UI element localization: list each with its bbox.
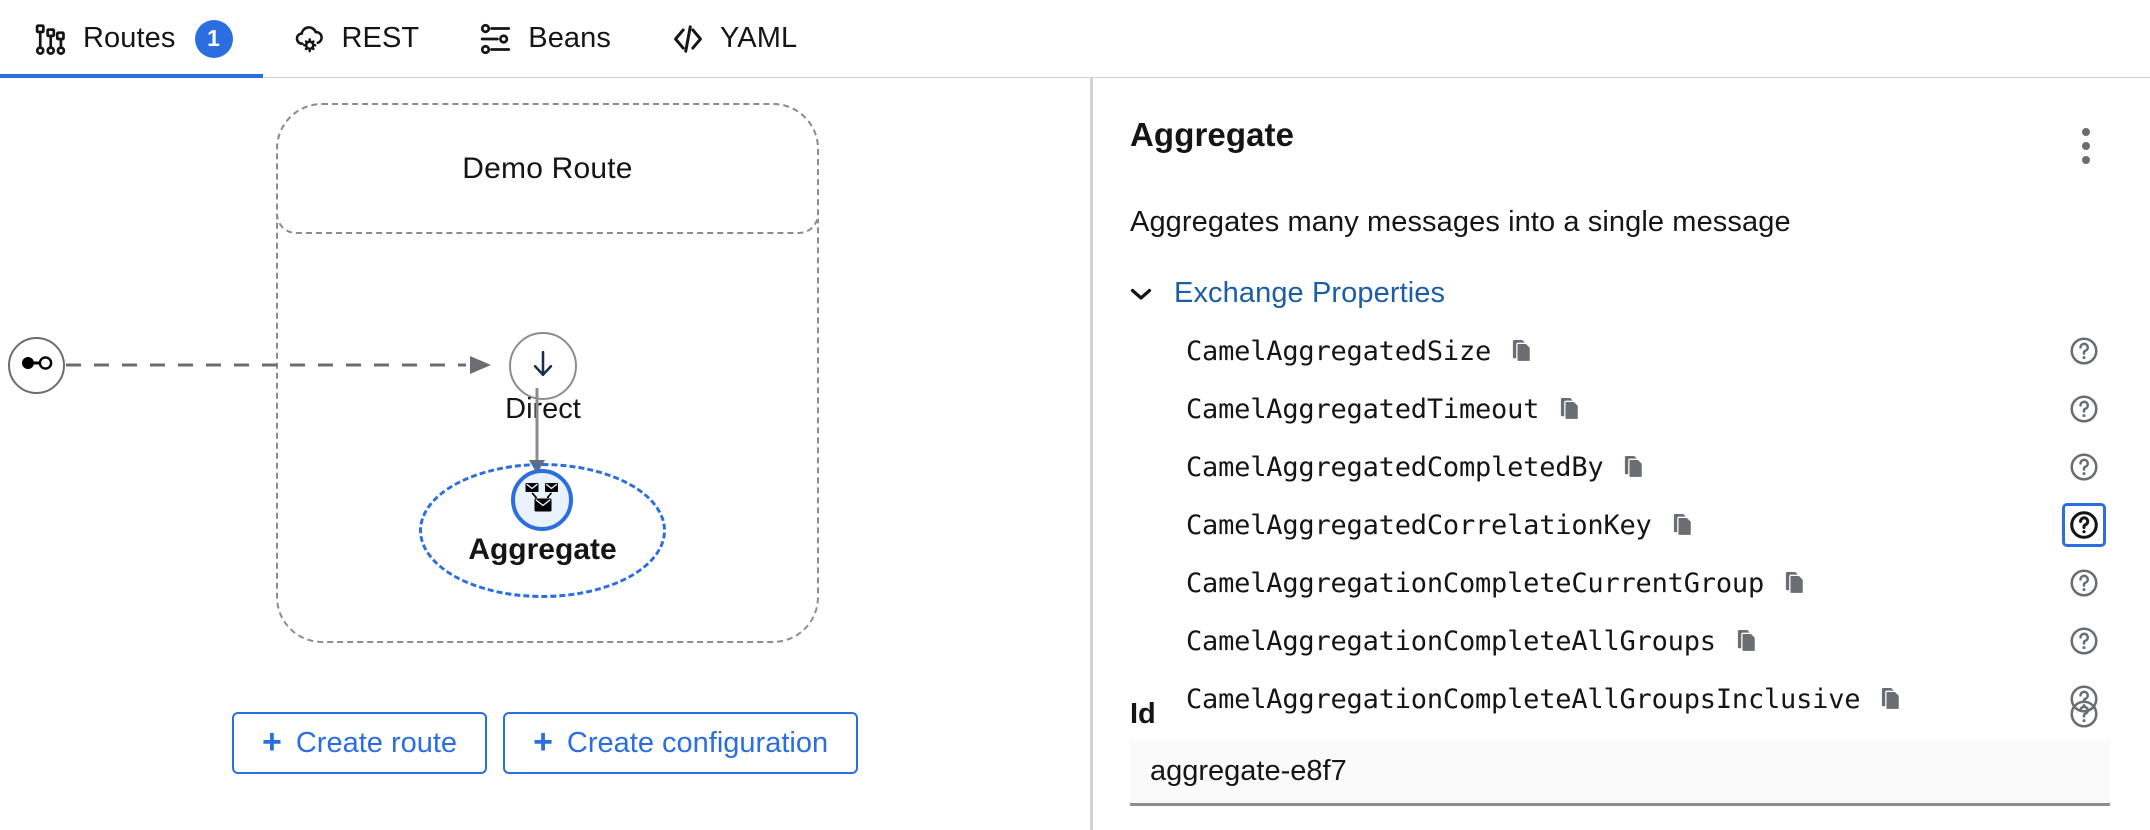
property-row: CamelAggregatedCorrelationKey [1130,496,2110,554]
copy-icon[interactable] [1555,394,1585,424]
id-field-label: Id [1130,697,1156,730]
step-label-aggregate: Aggregate [468,533,617,566]
help-circle-icon[interactable] [2062,503,2106,547]
tab-beans[interactable]: Beans [449,0,641,78]
property-row: CamelAggregatedSize [1130,322,2110,380]
help-circle-icon[interactable] [2062,329,2106,373]
chevron-down-icon [1130,283,1152,305]
panel-description: Aggregates many messages into a single m… [1130,206,1791,238]
kebab-menu-icon[interactable] [2064,120,2108,172]
copy-icon[interactable] [1876,684,1906,714]
canvas-action-buttons: + Create route + Create configuration [232,712,859,774]
exchange-properties-toggle[interactable]: Exchange Properties [1130,277,2110,310]
property-name: CamelAggregationCompleteCurrentGroup [1186,567,1764,599]
route-title: Demo Route [462,151,633,185]
property-name: CamelAggregatedCompletedBy [1186,451,1604,483]
tab-routes-label: Routes [83,22,176,54]
tab-rest-label: REST [341,22,420,54]
property-row: CamelAggregationCompleteAllGroupsInclusi… [1130,670,2110,728]
endpoint-connector-icon [20,354,54,377]
help-circle-icon[interactable] [2062,692,2106,736]
main-tab-bar: Routes 1 REST [0,0,2150,79]
edge-source-to-direct [66,356,503,374]
copy-icon[interactable] [1619,452,1649,482]
create-configuration-label: Create configuration [566,726,829,759]
property-row: CamelAggregationCompleteCurrentGroup [1130,554,2110,612]
help-circle-icon[interactable] [2062,445,2106,489]
step-label-direct: Direct [505,393,581,425]
exchange-properties-title: Exchange Properties [1174,277,1446,309]
id-field-label-row: Id [1130,688,2110,740]
rest-cloud-gear-icon [293,22,327,56]
tab-rest[interactable]: REST [263,0,450,78]
beans-sliders-icon [479,22,513,56]
source-endpoint-node[interactable] [8,337,65,394]
property-row: CamelAggregatedTimeout [1130,380,2110,438]
step-selection-halo-aggregate [419,463,666,598]
id-field-block: Id [1090,688,2150,830]
copy-icon[interactable] [1507,336,1537,366]
copy-icon[interactable] [1780,568,1810,598]
plus-icon: + [262,723,282,761]
property-name: CamelAggregationCompleteAllGroups [1186,625,1716,657]
step-node-aggregate[interactable] [511,469,573,531]
kebab-dot [2082,156,2090,164]
step-details-panel: Aggregate Aggregates many messages into … [1090,78,2150,830]
routes-topology-icon [34,22,68,56]
tab-active-indicator [0,73,263,79]
property-row: CamelAggregatedCompletedBy [1130,438,2110,496]
aggregate-envelopes-icon [523,481,561,520]
designer-body: Demo Route [0,78,2150,830]
exchange-properties-list: CamelAggregatedSize [1130,322,2110,728]
copy-icon[interactable] [1668,510,1698,540]
id-input[interactable] [1130,740,2110,806]
plus-icon: + [533,723,553,761]
kebab-dot [2082,128,2090,136]
create-route-label: Create route [295,726,458,759]
create-configuration-button[interactable]: + Create configuration [503,712,859,774]
panel-divider [1090,78,1093,830]
help-circle-icon[interactable] [2062,619,2106,663]
property-name: CamelAggregatedTimeout [1186,393,1540,425]
tab-routes[interactable]: Routes 1 [0,0,263,79]
property-name: CamelAggregatedSize [1186,335,1492,367]
kebab-dot [2082,142,2090,150]
exchange-properties-accordion: Exchange Properties CamelAggregatedSize [1090,277,2150,728]
tab-yaml-label: YAML [719,22,798,54]
tab-routes-badge: 1 [194,19,233,58]
step-node-direct[interactable] [509,332,577,400]
create-route-button[interactable]: + Create route [232,712,488,774]
tab-yaml[interactable]: YAML [641,0,827,78]
help-circle-icon[interactable] [2062,561,2106,605]
route-canvas[interactable]: Demo Route [0,78,1090,830]
code-brackets-icon [671,22,705,56]
route-header[interactable]: Demo Route [276,103,819,234]
tab-beans-label: Beans [528,22,611,54]
copy-icon[interactable] [1732,626,1762,656]
property-row: CamelAggregationCompleteAllGroups [1130,612,2110,670]
arrow-down-icon [526,347,560,386]
page-title: Aggregate [1130,116,1295,153]
panel-header: Aggregate [1090,78,2150,172]
help-circle-icon[interactable] [2062,387,2106,431]
property-name: CamelAggregationCompleteAllGroupsInclusi… [1186,683,1861,715]
property-name: CamelAggregatedCorrelationKey [1186,509,1652,541]
